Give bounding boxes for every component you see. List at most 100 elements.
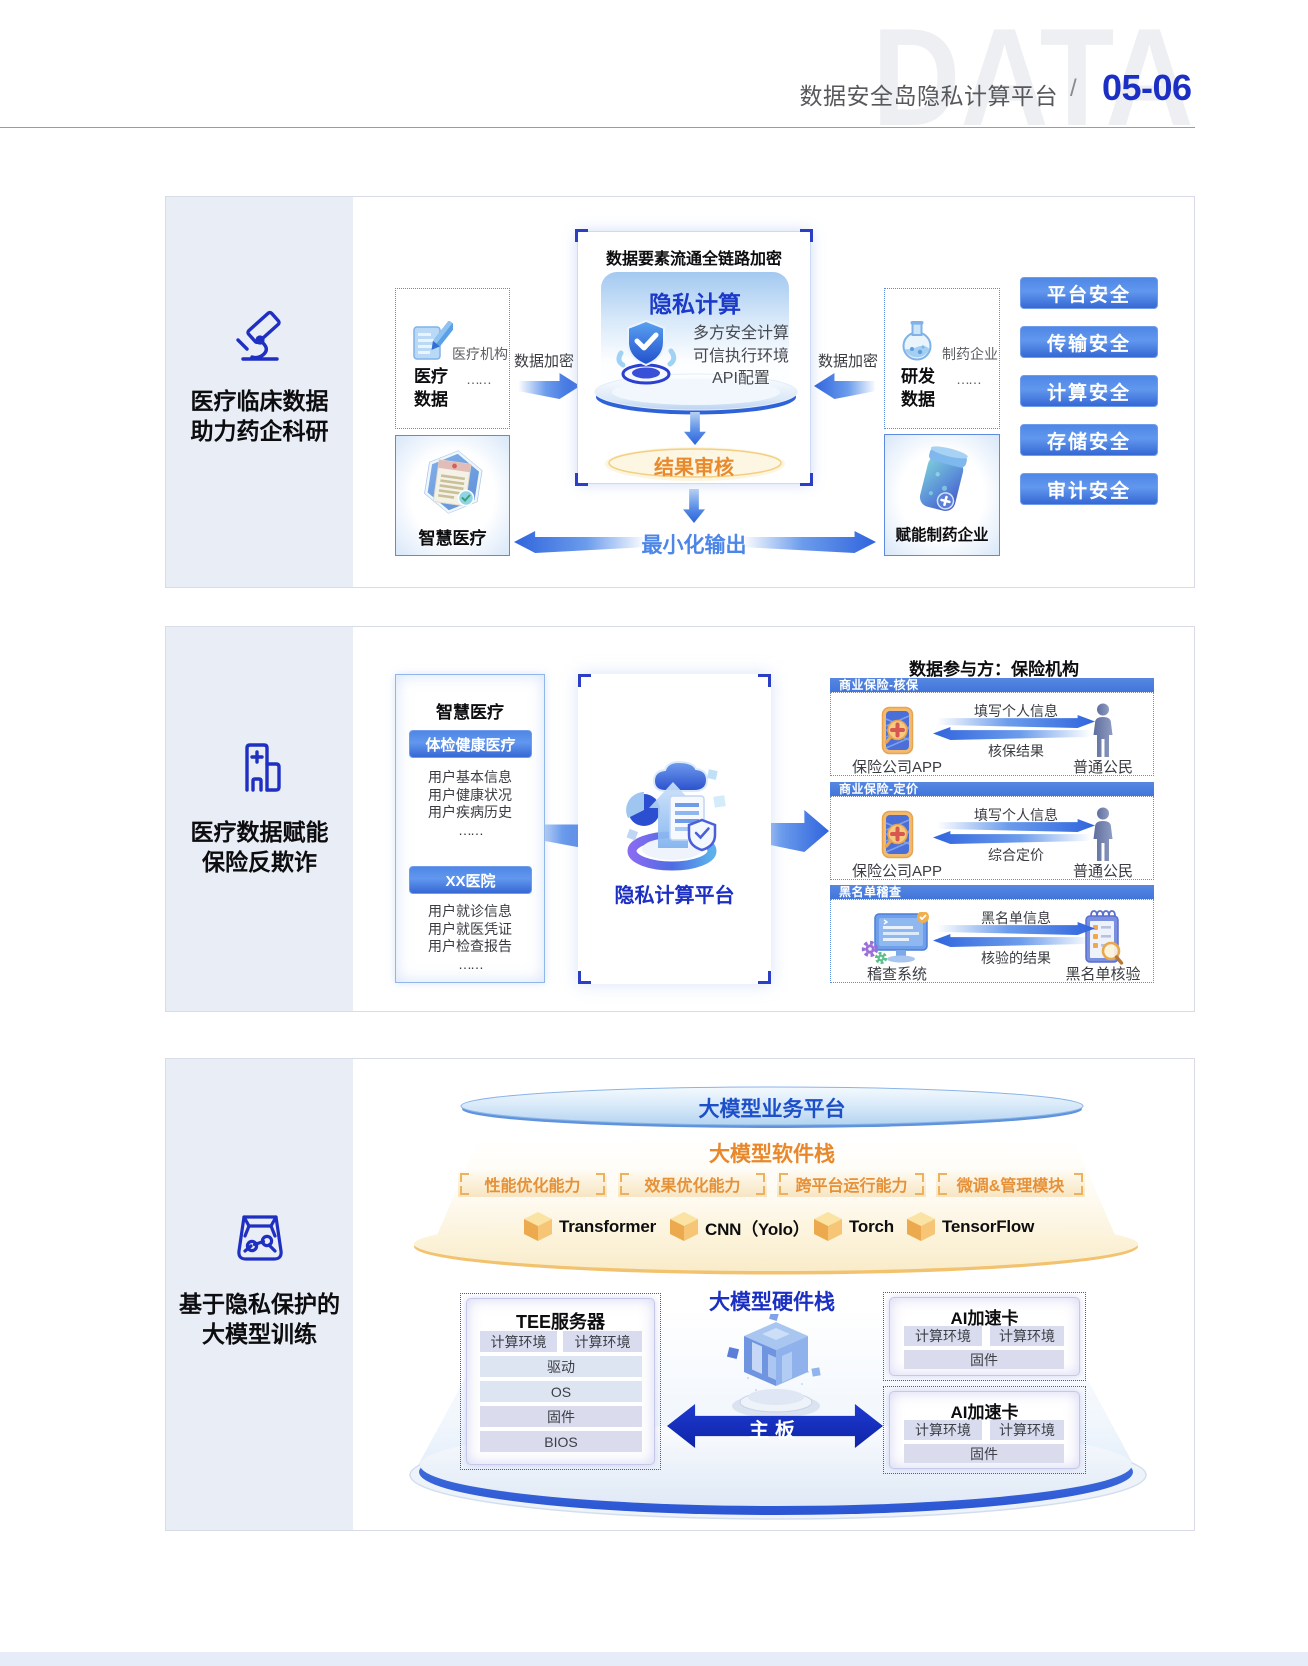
ai-card1-title: AI加速卡 bbox=[950, 1309, 1019, 1328]
group1-arrow-right bbox=[937, 715, 1095, 728]
rd-data-box: 制药企业 研发 数据 …… bbox=[884, 288, 1000, 429]
tee-row-bios: BIOS bbox=[480, 1431, 642, 1452]
tee-server-title: TEE服务器 bbox=[515, 1312, 605, 1332]
cube-icon bbox=[814, 1212, 842, 1241]
ai-card2-env-2: 计算环境 bbox=[990, 1420, 1064, 1440]
feature-line: 多方安全计算 bbox=[692, 325, 789, 342]
tee-server-card: TEE服务器 计算环境 计算环境 驱动 OS 固件 BIOS bbox=[466, 1298, 655, 1465]
smart-medical-label: 智慧医疗 bbox=[418, 529, 487, 548]
section2-title: 医疗数据赋能 保险反欺诈 bbox=[166, 817, 353, 877]
security-button-platform: 平台安全 bbox=[1020, 277, 1158, 309]
group2-left-label: 保险公司APP bbox=[851, 863, 942, 880]
medical-data-label: 医疗 数据 bbox=[414, 365, 448, 411]
privacy-platform-icon bbox=[626, 761, 726, 871]
corner-bracket-br bbox=[800, 473, 813, 486]
group3-top-label: 黑名单信息 bbox=[981, 910, 1051, 926]
encrypt-label-left: 数据加密 bbox=[513, 353, 574, 370]
section1-sidebar: 医疗临床数据 助力药企科研 bbox=[166, 197, 353, 587]
group3-arrow-left bbox=[933, 934, 1091, 947]
sidebar-title-line: 保险反欺诈 bbox=[202, 849, 317, 875]
ai-card1-env-1: 计算环境 bbox=[904, 1326, 982, 1346]
privacy-platform-label: 隐私计算平台 bbox=[614, 885, 735, 907]
tee-env-cell-2: 计算环境 bbox=[563, 1331, 642, 1352]
mainboard-label: 主板 bbox=[749, 1420, 801, 1442]
label-line: 研发 bbox=[901, 367, 935, 386]
arrow-rd-to-center bbox=[814, 373, 876, 399]
ai-card1-dashed-box: AI加速卡 计算环境 计算环境 固件 bbox=[883, 1292, 1086, 1381]
group2-header: 商业保险-定价 bbox=[830, 782, 1154, 796]
sidebar-title-line: 大模型训练 bbox=[202, 1321, 317, 1347]
capability-tag-label: 微调&管理模块 bbox=[956, 1178, 1065, 1195]
pharma-enable-label: 赋能制药企业 bbox=[895, 527, 989, 544]
label-line: 数据 bbox=[901, 390, 935, 409]
tag-corner-tr bbox=[596, 1173, 605, 1182]
label-line: 数据 bbox=[414, 390, 448, 409]
capability-tag-label: 效果优化能力 bbox=[644, 1178, 741, 1195]
pharma-org-label: 制药企业 bbox=[942, 346, 998, 362]
security-button-audit: 审计安全 bbox=[1020, 473, 1158, 505]
capability-tag-label: 跨平台运行能力 bbox=[795, 1178, 908, 1195]
label-line: 医疗 bbox=[414, 367, 448, 386]
corner-bracket-bl bbox=[575, 473, 588, 486]
data-watermark: DATA bbox=[872, 0, 1194, 155]
list-item: …… bbox=[458, 821, 484, 838]
privacy-compute-title: 隐私计算 bbox=[649, 291, 741, 317]
group2-bottom-label: 综合定价 bbox=[988, 847, 1044, 863]
tag-corner-tl bbox=[938, 1173, 947, 1182]
framework-transformer: Transformer bbox=[521, 1210, 656, 1244]
hospital-items: 用户就诊信息 用户就医凭证 用户检查报告 …… bbox=[396, 903, 544, 973]
tag-corner-bl bbox=[938, 1186, 947, 1195]
group3-right-label: 黑名单核验 bbox=[1065, 966, 1141, 983]
tee-server-dashed-box: TEE服务器 计算环境 计算环境 驱动 OS 固件 BIOS bbox=[460, 1293, 661, 1470]
list-item: 用户检查报告 bbox=[428, 938, 512, 955]
framework-cnn: CNN（Yolo） bbox=[667, 1210, 810, 1244]
secure-compute-shield-icon bbox=[616, 319, 677, 385]
list-item: 用户疾病历史 bbox=[428, 804, 512, 821]
software-stack-title: 大模型软件栈 bbox=[709, 1143, 835, 1166]
health-exam-items: 用户基本信息 用户健康状况 用户疾病历史 …… bbox=[396, 769, 544, 839]
tee-row-firmware: 固件 bbox=[480, 1406, 642, 1427]
ai-card2-title: AI加速卡 bbox=[950, 1403, 1019, 1422]
header-separator: / bbox=[1070, 75, 1077, 102]
tag-corner-br bbox=[596, 1186, 605, 1195]
medical-data-box: 医疗机构 医疗 数据 …… bbox=[395, 288, 510, 429]
arrow-center-to-output bbox=[683, 489, 705, 523]
tag-corner-tr bbox=[756, 1173, 765, 1182]
ai-card1-row-firmware: 固件 bbox=[904, 1350, 1064, 1369]
framework-label: CNN（Yolo） bbox=[705, 1219, 810, 1239]
section-large-model-training: 基于隐私保护的 大模型训练 大模型业务平 bbox=[165, 1058, 1195, 1531]
framework-label: Transformer bbox=[559, 1217, 657, 1236]
tag-corner-br bbox=[915, 1186, 924, 1195]
feature-line: 可信执行环境 bbox=[692, 347, 789, 365]
smart-medical-box: 智慧医疗 bbox=[395, 435, 510, 556]
citizen-icon bbox=[1093, 703, 1113, 757]
privacy-platform-panel: 隐私计算平台 bbox=[578, 674, 771, 984]
section3-title: 基于隐私保护的 大模型训练 bbox=[166, 1289, 353, 1349]
section1-title: 医疗临床数据 助力药企科研 bbox=[166, 386, 353, 446]
review-disc bbox=[605, 447, 785, 481]
group2-top-label: 填写个人信息 bbox=[974, 807, 1058, 823]
group2-arrow-left bbox=[933, 831, 1091, 844]
footer-strip bbox=[0, 1652, 1308, 1666]
sidebar-title-line: 医疗临床数据 bbox=[190, 388, 329, 414]
ai-card2: AI加速卡 计算环境 计算环境 固件 bbox=[889, 1391, 1080, 1469]
medical-dots: …… bbox=[466, 371, 492, 387]
cube-icon bbox=[907, 1212, 935, 1241]
center-panel-title: 数据要素流通全链路加密 bbox=[605, 251, 782, 268]
capability-tag-performance: 性能优化能力 bbox=[458, 1171, 607, 1197]
sidebar-title-line: 基于隐私保护的 bbox=[179, 1291, 340, 1317]
tag-corner-bl bbox=[779, 1186, 788, 1195]
framework-label: TensorFlow bbox=[942, 1217, 1035, 1236]
cube-icon bbox=[670, 1212, 698, 1241]
ai-card1-env-2: 计算环境 bbox=[990, 1326, 1064, 1346]
corner-bracket-br bbox=[758, 971, 771, 984]
participants-header: 数据参与方：保险机构 bbox=[909, 660, 1079, 679]
pill-bottle-icon bbox=[919, 446, 968, 511]
capability-tag-effect: 效果优化能力 bbox=[618, 1171, 767, 1197]
security-button-transfer: 传输安全 bbox=[1020, 326, 1158, 358]
capability-tag-label: 性能优化能力 bbox=[484, 1178, 581, 1195]
tag-corner-bl bbox=[620, 1186, 629, 1195]
business-platform-label: 大模型业务平台 bbox=[698, 1098, 846, 1121]
ai-card1: AI加速卡 计算环境 计算环境 固件 bbox=[889, 1297, 1080, 1376]
